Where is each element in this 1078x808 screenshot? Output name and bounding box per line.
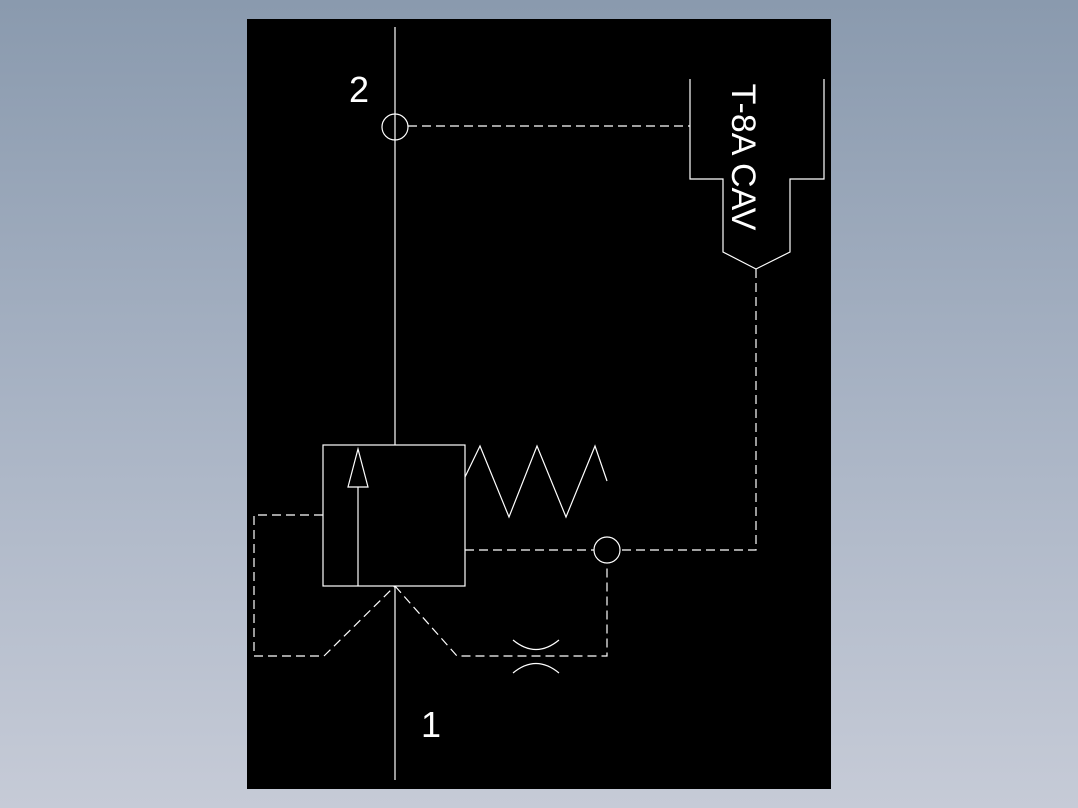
port-2-junction (381, 113, 409, 141)
port-1-label: 1 (421, 704, 441, 745)
valve-body (322, 444, 466, 587)
drain-junction (593, 536, 621, 564)
port-2-label: 2 (349, 69, 369, 110)
hydraulic-schematic: 2 1 T-8A CAV (253, 27, 825, 780)
cavity-label: T-8A CAV (724, 84, 762, 231)
pilot-line-right-orifice (394, 563, 608, 657)
pilot-line-cavity-drain (620, 269, 757, 551)
drawing-canvas: 2 1 T-8A CAV (247, 19, 831, 789)
orifice-bottom-arc (512, 662, 560, 674)
pilot-line-left-loop (253, 514, 396, 657)
valve-flow-arrow-head (347, 446, 369, 488)
orifice-top-arc (512, 639, 560, 651)
valve-spring (464, 444, 608, 519)
